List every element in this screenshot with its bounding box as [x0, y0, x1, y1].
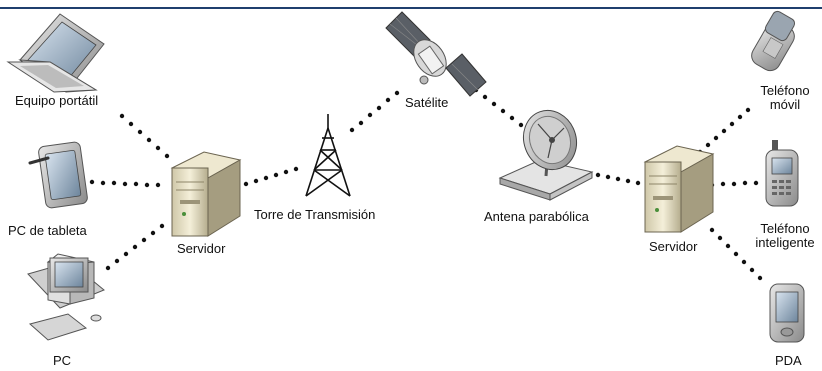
link-server-tower	[243, 166, 299, 187]
label-smartphone-line1: Teléfono	[760, 221, 810, 236]
link-tower-satellite	[349, 90, 400, 133]
top-rule	[0, 7, 822, 9]
label-pc: PC	[53, 353, 72, 368]
satellite-dish-icon	[498, 109, 594, 201]
link-laptop-server	[119, 113, 170, 159]
label-tablet: PC de tableta	[8, 223, 87, 238]
desktop-pc-icon	[27, 253, 105, 341]
label-server-left: Servidor	[177, 241, 226, 256]
satellite-icon	[385, 11, 487, 97]
laptop-icon	[6, 13, 105, 93]
label-laptop: Equipo portátil	[15, 93, 99, 108]
label-mobile: Teléfono móvil	[756, 84, 814, 112]
label-server-right: Servidor	[649, 239, 698, 254]
mobile-phone-icon	[751, 10, 796, 72]
link-satellite-dish	[473, 87, 524, 128]
link-server-smartphone	[709, 180, 759, 188]
server-right-icon	[643, 145, 715, 233]
server-left-icon	[170, 151, 242, 237]
label-smartphone-line2: inteligente	[755, 235, 815, 250]
link-tablet-server	[89, 179, 161, 188]
link-pc-server	[105, 223, 165, 271]
label-mobile-line1: Teléfono	[760, 83, 810, 98]
link-server-mobile	[697, 107, 751, 155]
tablet-icon	[28, 141, 88, 209]
link-server-pda	[709, 227, 763, 281]
link-dish-server	[595, 172, 641, 186]
label-satellite: Satélite	[405, 95, 449, 110]
label-pda: PDA	[775, 353, 802, 368]
label-tower: Torre de Transmisión	[254, 207, 376, 222]
label-mobile-line2: móvil	[769, 97, 801, 112]
smartphone-icon	[765, 140, 799, 207]
pda-icon	[769, 283, 805, 343]
label-smartphone: Teléfono inteligente	[749, 222, 821, 250]
transmission-tower-icon	[305, 114, 351, 197]
label-dish: Antena parabólica	[484, 209, 589, 224]
